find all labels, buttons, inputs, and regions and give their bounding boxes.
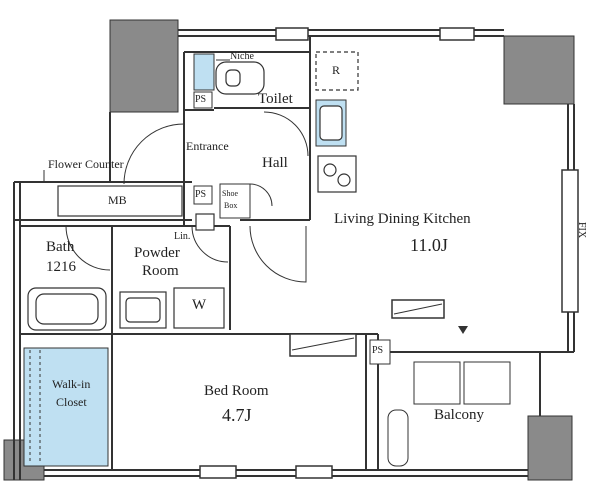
powder-fixtures: [119, 213, 225, 329]
toilet-label: Toilet: [258, 91, 293, 107]
mb-box: [57, 185, 183, 217]
window-hatches: [291, 303, 443, 351]
bath-fixtures: [27, 287, 107, 331]
ps-label-2: PS: [195, 189, 207, 200]
bath-size: 1216: [46, 259, 76, 275]
ldk-door-swing: [249, 225, 307, 283]
shoe-box-label-1: Shoe: [222, 189, 238, 198]
ps-box-2: [193, 185, 213, 205]
refrigerator-space: [315, 51, 359, 91]
hall-label: Hall: [262, 155, 288, 171]
linen-label: Lin.: [174, 231, 191, 242]
ldk-size: 11.0J: [410, 235, 448, 255]
window-fix-right: [561, 169, 579, 313]
structural-column-top-right: [503, 35, 575, 105]
bathtub-inner: [35, 293, 99, 325]
washbasin: [125, 297, 161, 323]
flower-counter-label: Flower Counter: [48, 157, 124, 171]
outdoor-unit-2: [463, 361, 511, 405]
balcony-label: Balcony: [434, 407, 484, 423]
burner-1: [323, 163, 337, 177]
structural-column-bottom-right: [527, 415, 573, 481]
ps-label-3: PS: [372, 345, 384, 356]
cooktop: [317, 155, 357, 193]
washer-label: W: [192, 297, 207, 313]
linen-box: [195, 213, 215, 231]
kitchen-sink: [319, 105, 343, 141]
ps-label-1: PS: [195, 94, 207, 105]
shoe-box-door-swing: [249, 183, 273, 207]
bed-room-size: 4.7J: [222, 405, 252, 425]
shoe-box: [219, 183, 251, 219]
section-marker: [458, 326, 468, 334]
ps-box-1: [193, 91, 213, 109]
kitchen: [315, 51, 359, 193]
bed-room-label: Bed Room: [204, 383, 269, 399]
window-bed-left: [199, 465, 237, 479]
balcony-fixture: [387, 409, 409, 467]
powder-door-swing: [191, 225, 229, 263]
powder-room-label-2: Room: [142, 263, 179, 279]
toilet-seat: [225, 69, 241, 87]
mb-label: MB: [108, 193, 127, 207]
refrigerator-label: R: [332, 63, 341, 77]
structural-column-top-left: [109, 19, 179, 113]
outdoor-units: [387, 361, 511, 467]
walk-in-closet-label-1: Walk-in: [52, 377, 91, 391]
sliding-door-bed: [289, 333, 357, 357]
closet-rails: [29, 350, 41, 464]
washer-space: [173, 287, 225, 329]
burner-2: [337, 173, 351, 187]
ps-boxes: [193, 91, 391, 365]
walk-in-closet-label-2: Closet: [56, 395, 87, 409]
shoe-box-label-2: Box: [224, 201, 238, 210]
entrance-label: Entrance: [186, 139, 229, 153]
windows: [199, 27, 579, 479]
powder-room-label-1: Powder: [134, 245, 180, 261]
window-top-left: [275, 27, 309, 41]
toilet-door-swing: [263, 111, 309, 157]
walk-in-closet-floor: [23, 347, 109, 467]
fix-window-label: FIX: [576, 222, 587, 239]
window-top-right: [439, 27, 475, 41]
ps-box-3: [369, 339, 391, 365]
window-bed-right: [295, 465, 333, 479]
ldk-label: Living Dining Kitchen: [334, 211, 471, 227]
meter-box: [57, 185, 183, 217]
niche-area: [193, 53, 215, 91]
outdoor-unit-1: [413, 361, 461, 405]
door-swings: [65, 111, 309, 283]
bath-door-swing: [65, 225, 111, 271]
niche-label: Niche: [230, 51, 254, 62]
entrance-door-swing: [123, 123, 185, 185]
toilet-fixture: [215, 61, 265, 95]
bath-label: Bath: [46, 239, 75, 255]
